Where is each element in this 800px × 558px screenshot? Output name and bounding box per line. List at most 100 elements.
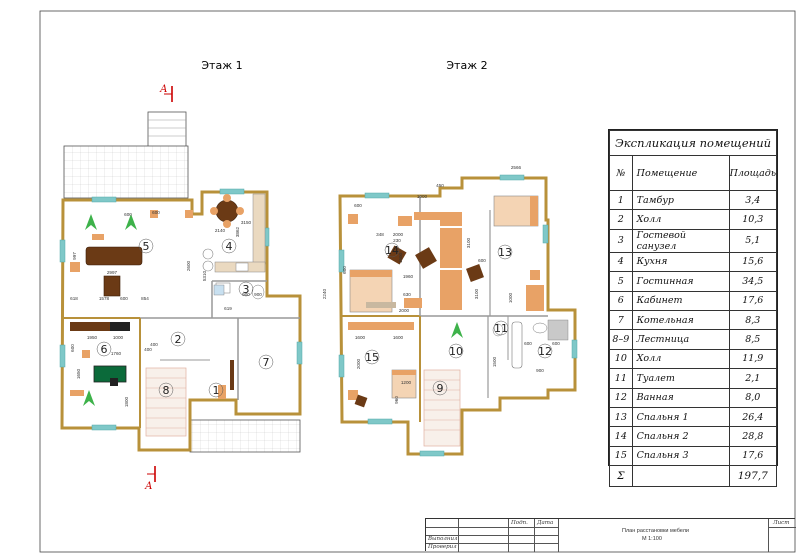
room-number: 3 (243, 283, 250, 296)
floor2-windows (338, 174, 578, 457)
terrace-bottom (189, 419, 301, 453)
header-number: № (609, 155, 633, 191)
guest-bathroom (213, 282, 265, 300)
sheet-frame (39, 10, 796, 553)
col-date-label: Дата (537, 520, 554, 526)
row-number: 8–9 (609, 329, 633, 350)
dimension-label: 1960 (403, 274, 414, 279)
row-number: 15 (609, 445, 633, 467)
row-number: 14 (609, 426, 633, 447)
dimension-label: 1000 (113, 335, 124, 340)
room-number-circle (238, 281, 254, 297)
row-area: 15,6 (728, 251, 778, 273)
dimension-label: 900 (536, 368, 544, 373)
total-area: 197,7 (728, 465, 778, 488)
kitchen-furniture (202, 193, 266, 273)
row-area: 11,9 (728, 348, 778, 370)
floor2-bathroom (492, 319, 569, 369)
row-area: 5,1 (728, 228, 778, 253)
dimension-label: 854 (141, 296, 149, 301)
row-number: 10 (609, 348, 633, 370)
row-area: 17,6 (728, 290, 778, 311)
dimension-label: 1600 (398, 252, 403, 263)
dimension-label: 2140 (215, 228, 226, 233)
floor2-plant (446, 322, 468, 338)
dimension-label: 5310 (202, 270, 207, 281)
row-done-label: Выполнил (428, 536, 458, 542)
row-room-name: Ванная (631, 387, 730, 408)
section-mark-top: А (159, 84, 173, 102)
floor1-label: Этаж 1 (201, 59, 242, 72)
row-number: 3 (609, 228, 633, 253)
dimension-label: 230 (393, 238, 401, 243)
dimension-label: 1000 (508, 292, 513, 303)
room-number: 5 (143, 240, 150, 253)
bedroom1-furniture (466, 195, 544, 311)
bedroom2-furniture (348, 214, 437, 313)
dimension-label: 2000 (399, 308, 410, 313)
row-room-name: Туалет (631, 368, 730, 389)
room-number: 2 (175, 333, 182, 346)
dimension-label: 600 (70, 344, 75, 352)
row-area: 17,6 (728, 445, 778, 467)
dimension-label: 600 (120, 296, 128, 301)
row-room-name: Холл (631, 209, 730, 230)
floor1-plants (78, 214, 142, 406)
dimension-label: 630 (403, 292, 411, 297)
room-number: 14 (385, 244, 399, 257)
dimension-label: 1500 (492, 356, 497, 367)
room-number-circle (497, 244, 513, 260)
room-number-circle (432, 380, 448, 396)
row-area: 10,3 (728, 209, 778, 230)
floor1-windows (59, 188, 303, 431)
dimension-label: 619 (224, 306, 232, 311)
room-number: 9 (437, 382, 444, 395)
dimension-label: 2997 (107, 270, 118, 275)
dimension-label: 3100 (474, 288, 479, 299)
row-number: 5 (609, 271, 633, 292)
room-number: 12 (538, 345, 552, 358)
row-area: 8,0 (728, 387, 778, 408)
row-room-name: Спальня 1 (631, 406, 730, 428)
room-number-circle (138, 238, 154, 254)
row-number: 12 (609, 387, 633, 408)
porch-steps (147, 111, 187, 149)
row-number: 4 (609, 251, 633, 273)
dimension-label: 600 (354, 203, 362, 208)
terrace-top (63, 145, 189, 199)
dimension-label: 3100 (466, 237, 471, 248)
room-number-circle (384, 242, 400, 258)
bedroom3-furniture (348, 322, 417, 408)
row-room-name: Холл (631, 348, 730, 370)
room-number-circle (221, 238, 237, 254)
row-number: 11 (609, 368, 633, 389)
wardrobes (440, 212, 462, 310)
header-area: Площадь (728, 155, 778, 191)
room-number-circle (158, 382, 174, 398)
row-area: 34,5 (728, 271, 778, 292)
floor2-plan (338, 174, 578, 457)
dimension-label: 3862 (235, 226, 240, 237)
room-number: 1 (213, 384, 220, 397)
dimension-label: 1000 (417, 194, 428, 199)
row-room-name: Тамбур (631, 189, 730, 211)
dimension-label: 1760 (111, 351, 122, 356)
row-number: 2 (609, 209, 633, 230)
row-room-name: Гостинная (631, 271, 730, 292)
room-number-circle (170, 331, 186, 347)
dimension-label: 348 (376, 232, 384, 237)
dimension-label: 1578 (99, 296, 110, 301)
room-number: 10 (449, 345, 463, 358)
dimension-label: 600 (478, 258, 486, 263)
dimension-label: 1650 (76, 368, 81, 379)
row-area: 26,4 (728, 406, 778, 428)
row-room-name: Спальня 3 (631, 445, 730, 467)
drawing-scale: М 1:100 (642, 536, 662, 542)
